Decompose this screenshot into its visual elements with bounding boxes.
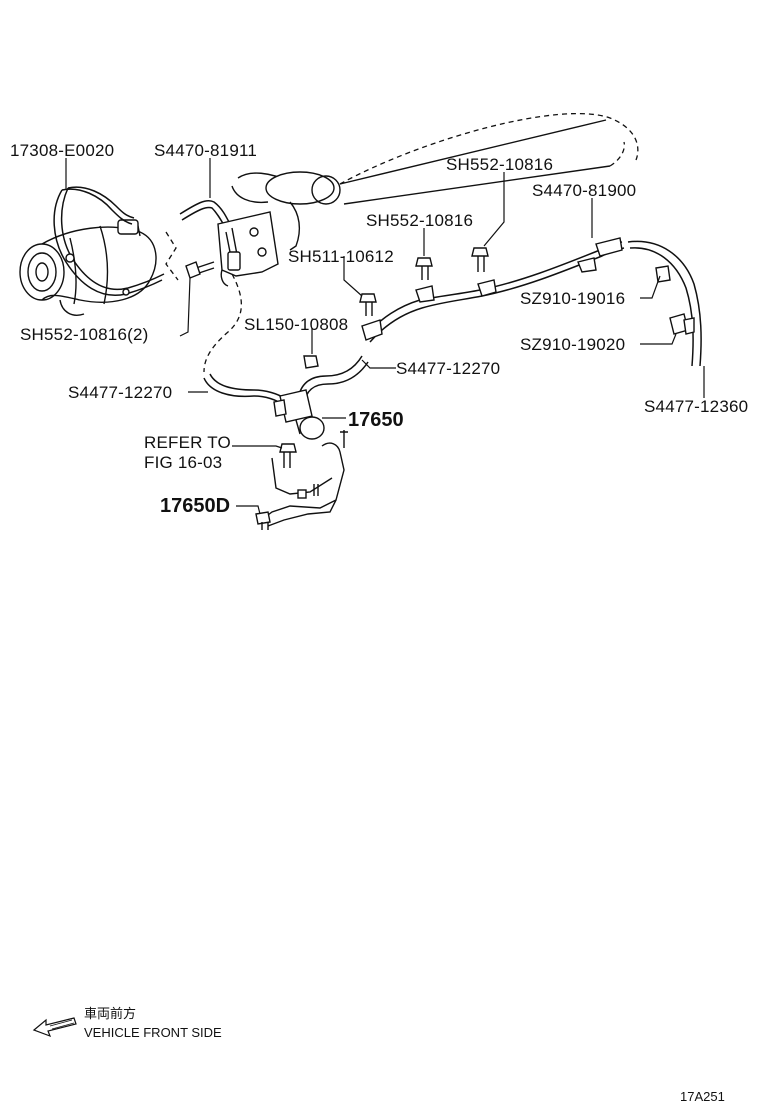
legend-japanese-text: 車両前方 <box>84 1006 136 1021</box>
refer-label-line2: FIG 16-03 <box>144 453 222 472</box>
part-label-s4477-12270-left: S4477-12270 <box>68 383 172 402</box>
part-label-sh552-10816-top: SH552-10816 <box>446 155 553 174</box>
legend-english-text: VEHICLE FRONT SIDE <box>84 1025 222 1040</box>
part-label-sh552-10816-mid: SH552-10816 <box>366 211 473 230</box>
hose-s4477-12360-drawing <box>627 240 702 367</box>
figure-code: 17A251 <box>680 1089 725 1104</box>
pipe-s4470-81900-drawing <box>361 237 625 343</box>
part-label-sz910-19020: SZ910-19020 <box>520 335 625 354</box>
turbocharger-drawing <box>19 186 165 316</box>
part-label-17308-e0020: 17308-E0020 <box>10 141 114 160</box>
part-label-s4477-12270-right: S4477-12270 <box>396 359 500 378</box>
arrow-left-icon <box>32 1017 77 1038</box>
valve-assembly-drawing <box>203 355 369 530</box>
intake-duct-drawing <box>165 112 639 373</box>
part-label-17650: 17650 <box>348 409 404 431</box>
part-label-sl150-10808: SL150-10808 <box>244 315 348 334</box>
bracket-pipe-drawing <box>179 200 279 287</box>
refer-label-line1: REFER TO <box>144 433 231 452</box>
part-label-sh552-10816-2: SH552-10816(2) <box>20 325 149 344</box>
leader-lines <box>65 158 705 515</box>
part-label-17650d: 17650D <box>160 495 230 517</box>
part-label-s4470-81900: S4470-81900 <box>532 181 636 200</box>
part-label-s4470-81911: S4470-81911 <box>154 141 257 160</box>
bolts-drawing <box>279 247 489 468</box>
part-label-s4477-12360: S4477-12360 <box>644 397 748 416</box>
part-label-sz910-19016: SZ910-19016 <box>520 289 625 308</box>
part-label-sh511-10612: SH511-10612 <box>288 247 394 266</box>
